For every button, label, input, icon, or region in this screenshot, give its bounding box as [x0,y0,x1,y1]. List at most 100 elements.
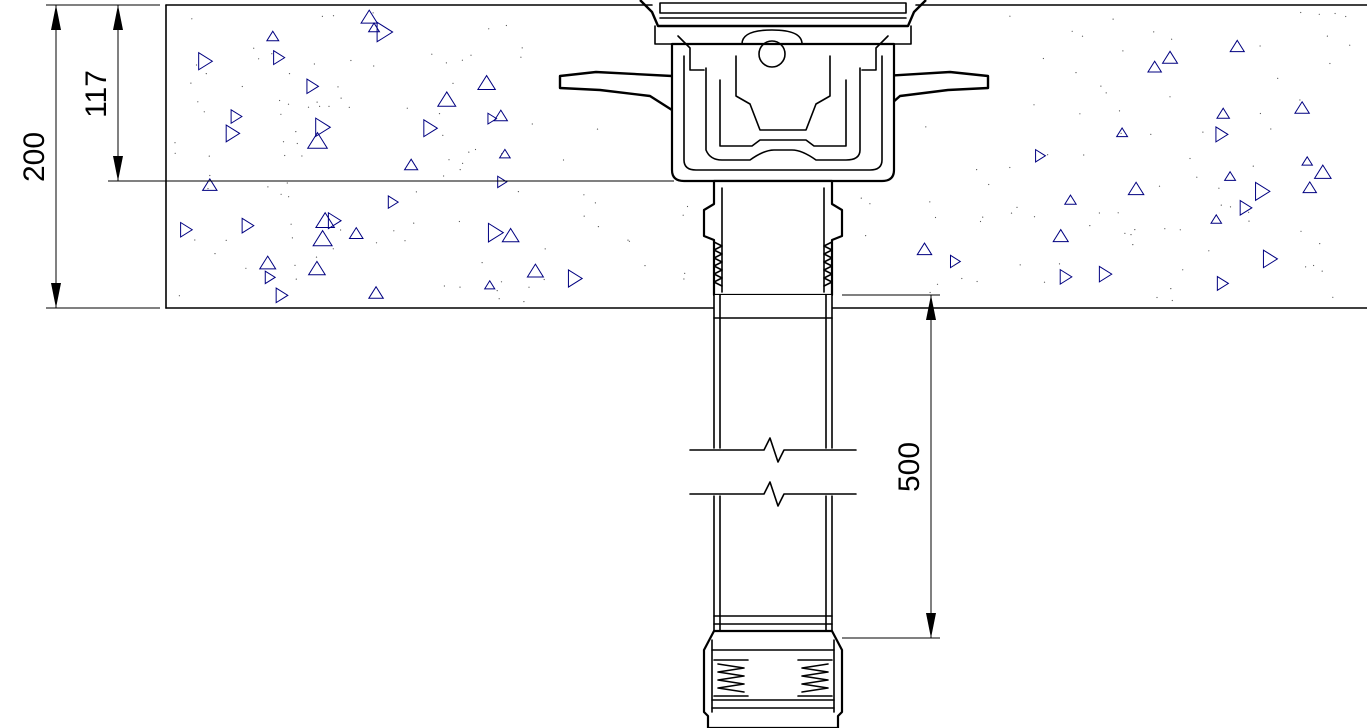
aggregate-dot [474,148,477,151]
aggregate-dot [1218,187,1220,189]
aggregate-mark [307,260,327,276]
aggregate-dot [214,253,216,255]
aggregate-dot [929,201,931,203]
aggregate-dot [197,101,199,103]
aggregate-dot [1105,92,1107,94]
aggregate-dot [1058,263,1061,265]
aggregate-mark [1059,268,1073,286]
aggregate-mark [265,30,280,42]
dimension-label-117: 117 [80,70,113,118]
aggregate-dot [1009,166,1011,169]
aggregate-dot [1259,112,1261,115]
aggregate-dot [936,283,939,285]
aggregate-dot [280,113,282,115]
aggregate-mark [348,226,364,239]
aggregate-dot [531,123,533,125]
aggregate-dot [1112,18,1114,20]
aggregate-dot [1208,250,1210,252]
aggregate-dot [459,286,461,288]
aggregate-mark [327,211,343,230]
aggregate-mark [1115,127,1129,138]
aggregate-dot [271,53,273,55]
aggregate-dot [594,202,597,204]
aggregate-mark [360,9,379,24]
aggregate-dot [523,301,525,303]
aggregate-dot [279,99,281,102]
aggregate-dot [443,175,445,177]
concrete-aggregate-pattern [174,9,1351,304]
aggregate-dot [190,82,192,84]
aggregate-dot [241,85,243,88]
aggregate-dot [443,285,445,287]
aggregate-mark [1147,60,1163,73]
aggregate-dot [296,142,298,145]
aggregate-dot [686,205,689,208]
aggregate-mark [1210,213,1223,224]
aggregate-dot [934,216,937,219]
aggregate-dot [406,107,408,109]
aggregate-dot [1332,296,1334,298]
aggregate-dot [458,220,460,223]
aggregate-mark [487,222,505,243]
aggregate-dot [1329,62,1331,65]
aggregate-dot [1120,132,1122,134]
aggregate-dot [1033,104,1035,106]
aggregate-dot [988,183,990,186]
aggregate-dot [413,222,415,224]
aggregate-dot [404,240,406,242]
aggregate-mark [1216,107,1231,119]
aggregate-dot [461,59,463,61]
aggregate-dot [1277,77,1279,79]
aggregate-dot [328,105,330,107]
aggregate-dot [470,54,472,56]
aggregate-dot [1196,176,1198,178]
aggregate-dot [375,242,378,244]
aggregate-dot [307,106,310,108]
aggregate-dot [294,264,296,266]
aggregate-dot [982,216,984,218]
aggregate-dot [337,86,339,88]
aggregate-dot [1169,96,1171,98]
aggregate-dot [500,281,503,283]
aggregate-dot [488,28,490,30]
aggregate-dot [1349,44,1351,46]
aggregate-dot [315,256,318,258]
aggregate-mark [1161,50,1179,64]
aggregate-dot [445,62,447,64]
aggregate-mark [498,148,512,159]
aggregate-dot [1033,216,1036,218]
aggregate-mark [241,217,255,234]
aggregate-dot [583,194,585,196]
aggregate-mark [493,109,509,122]
aggregate-dot [1043,281,1046,283]
aggregate-dot [1150,133,1152,135]
aggregate-dot [245,267,247,269]
aggregate-dot [340,229,342,231]
aggregate-dot [301,155,303,157]
aggregate-dot [286,182,288,184]
aggregate-dot [1089,225,1091,227]
aggregate-dot [313,63,315,65]
aggregate-dot [481,262,483,264]
aggregate-dot [290,223,292,225]
dimension-slab-thickness: 200 [18,4,160,309]
aggregate-dot [205,73,207,75]
aggregate-dot [1016,206,1018,208]
aggregate-dot [350,59,352,62]
aggregate-dot [431,53,433,55]
aggregate-mark [315,117,332,138]
aggregate-dot [438,113,441,115]
aggregate-mark [1262,249,1279,269]
aggregate-mark [916,242,933,256]
aggregate-dot [1100,85,1102,87]
aggregate-dot [1318,13,1320,15]
aggregate-dot [865,235,867,237]
aggregate-dot [459,169,461,171]
aggregate-dot [929,291,931,294]
aggregate-dot [528,286,530,288]
aggregate-mark [198,51,214,71]
aggregate-mark [1098,265,1113,283]
aggregate-dot [498,298,500,300]
aggregate-dot [1305,266,1307,268]
aggregate-mark [273,49,286,66]
